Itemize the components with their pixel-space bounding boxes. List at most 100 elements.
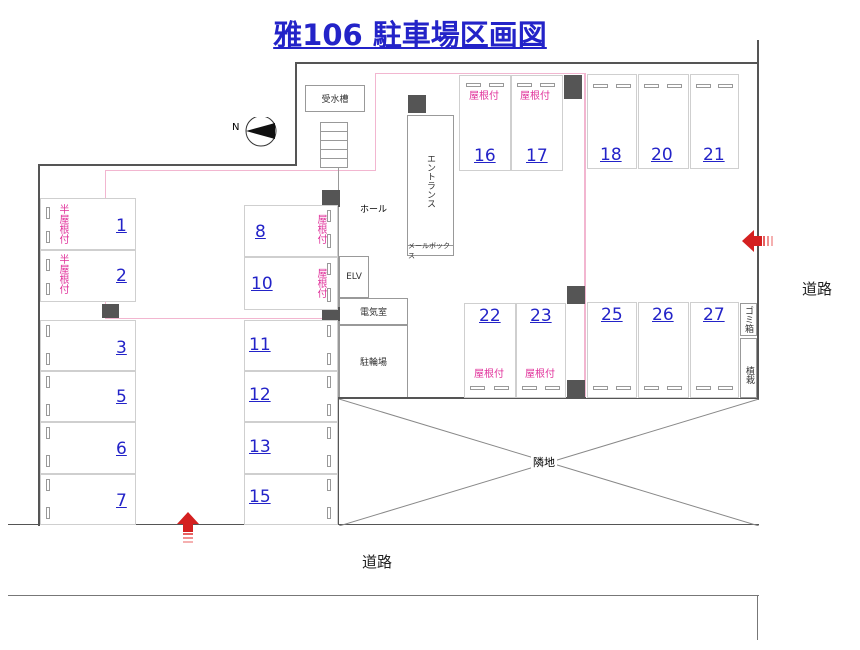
wheel-stop [327,404,331,416]
parking-space-16[interactable]: 屋根付 16 [459,75,511,171]
parking-space-11[interactable]: 11 [244,320,338,371]
wheel-stop [667,84,682,88]
mailbox-label: メールボックス [408,241,450,260]
wheel-stop [46,455,50,467]
parking-space-1[interactable]: 半屋根付 1 [40,198,136,250]
parking-space-12[interactable]: 12 [244,371,338,422]
space-number[interactable]: 25 [601,305,623,325]
roof-label: 屋根付 [525,369,555,380]
wheel-stop [327,455,331,467]
space-number[interactable]: 6 [116,439,127,459]
parking-space-22[interactable]: 22 屋根付 [464,303,516,398]
wheel-stop [696,84,711,88]
space-number[interactable]: 26 [652,305,674,325]
parking-space-18[interactable]: 18 [587,74,637,169]
wheel-stop [46,479,50,491]
roof-label: 屋根付 [520,91,550,102]
wheel-stop [327,234,331,248]
wheel-stop [616,386,631,390]
wheel-stop [718,386,733,390]
wall [295,62,297,166]
trash: ゴミ箱 [740,303,757,336]
space-number[interactable]: 15 [249,487,271,507]
stairs [320,122,348,168]
wheel-stop [327,507,331,519]
roof-label: 屋根付 [315,214,326,244]
roof-label: 屋根付 [469,91,499,102]
parking-space-7[interactable]: 7 [40,474,136,525]
wheel-stop [46,259,50,271]
space-number[interactable]: 22 [479,306,501,326]
bicycle-parking: 駐輪場 [339,325,408,398]
parking-space-5[interactable]: 5 [40,371,136,422]
space-number[interactable]: 10 [251,274,273,294]
roof-label: 屋根付 [315,268,326,298]
parking-space-27[interactable]: 27 [690,302,739,398]
roof-line [375,73,376,171]
parking-space-8[interactable]: 8 屋根付 [244,205,338,257]
wall [295,62,759,64]
wheel-stop [327,427,331,439]
wall [757,40,759,400]
wheel-stop [46,207,50,219]
parking-space-2[interactable]: 半屋根付 2 [40,250,136,302]
roof-line [105,170,375,171]
space-number[interactable]: 20 [651,145,673,165]
pillar [322,307,340,321]
entrance-label: エントランス [425,153,435,208]
wheel-stop [46,231,50,243]
elevator-label: ELV [346,272,362,282]
road-edge [8,524,759,525]
roof-label: 屋根付 [474,369,504,380]
parking-space-20[interactable]: 20 [638,74,689,169]
space-number[interactable]: 18 [600,145,622,165]
space-number[interactable]: 27 [703,305,725,325]
neighbor-label: 隣地 [531,454,557,470]
wheel-stop [327,263,331,275]
wheel-stop [327,376,331,388]
parking-space-23[interactable]: 23 屋根付 [516,303,566,398]
space-number[interactable]: 5 [116,387,127,407]
wheel-stop [667,386,682,390]
wheel-stop [46,507,50,519]
parking-space-25[interactable]: 25 [587,302,637,398]
parking-space-15[interactable]: 15 [244,474,338,525]
space-number[interactable]: 23 [530,306,552,326]
pillar [567,286,585,304]
space-number[interactable]: 13 [249,437,271,457]
space-number[interactable]: 11 [249,335,271,355]
wheel-stop [327,210,331,222]
electrical-room: 電気室 [339,298,408,325]
parking-space-21[interactable]: 21 [690,74,739,169]
pillar [408,95,426,113]
parking-space-17[interactable]: 屋根付 17 [511,75,563,171]
parking-space-10[interactable]: 10 屋根付 [244,257,338,310]
wheel-stop [517,83,532,87]
space-number[interactable]: 3 [116,338,127,358]
space-number[interactable]: 1 [116,216,127,236]
wheel-stop [522,386,537,390]
space-number[interactable]: 7 [116,491,127,511]
pillar [102,304,119,318]
wheel-stop [327,353,331,365]
wheel-stop [466,83,481,87]
space-number[interactable]: 16 [474,146,496,166]
roof-line [375,73,585,74]
parking-space-26[interactable]: 26 [638,302,689,398]
parking-space-3[interactable]: 3 [40,320,136,371]
space-number[interactable]: 21 [703,145,725,165]
parking-space-13[interactable]: 13 [244,422,338,474]
wheel-stop [644,386,659,390]
wheel-stop [470,386,485,390]
wheel-stop [593,84,608,88]
pillar [564,75,582,99]
parking-space-6[interactable]: 6 [40,422,136,474]
space-number[interactable]: 8 [255,222,266,242]
space-number[interactable]: 12 [249,385,271,405]
pillar [567,380,585,398]
water-tank: 受水槽 [305,85,365,112]
space-number[interactable]: 17 [526,146,548,166]
wheel-stop [489,83,504,87]
space-number[interactable]: 2 [116,266,127,286]
